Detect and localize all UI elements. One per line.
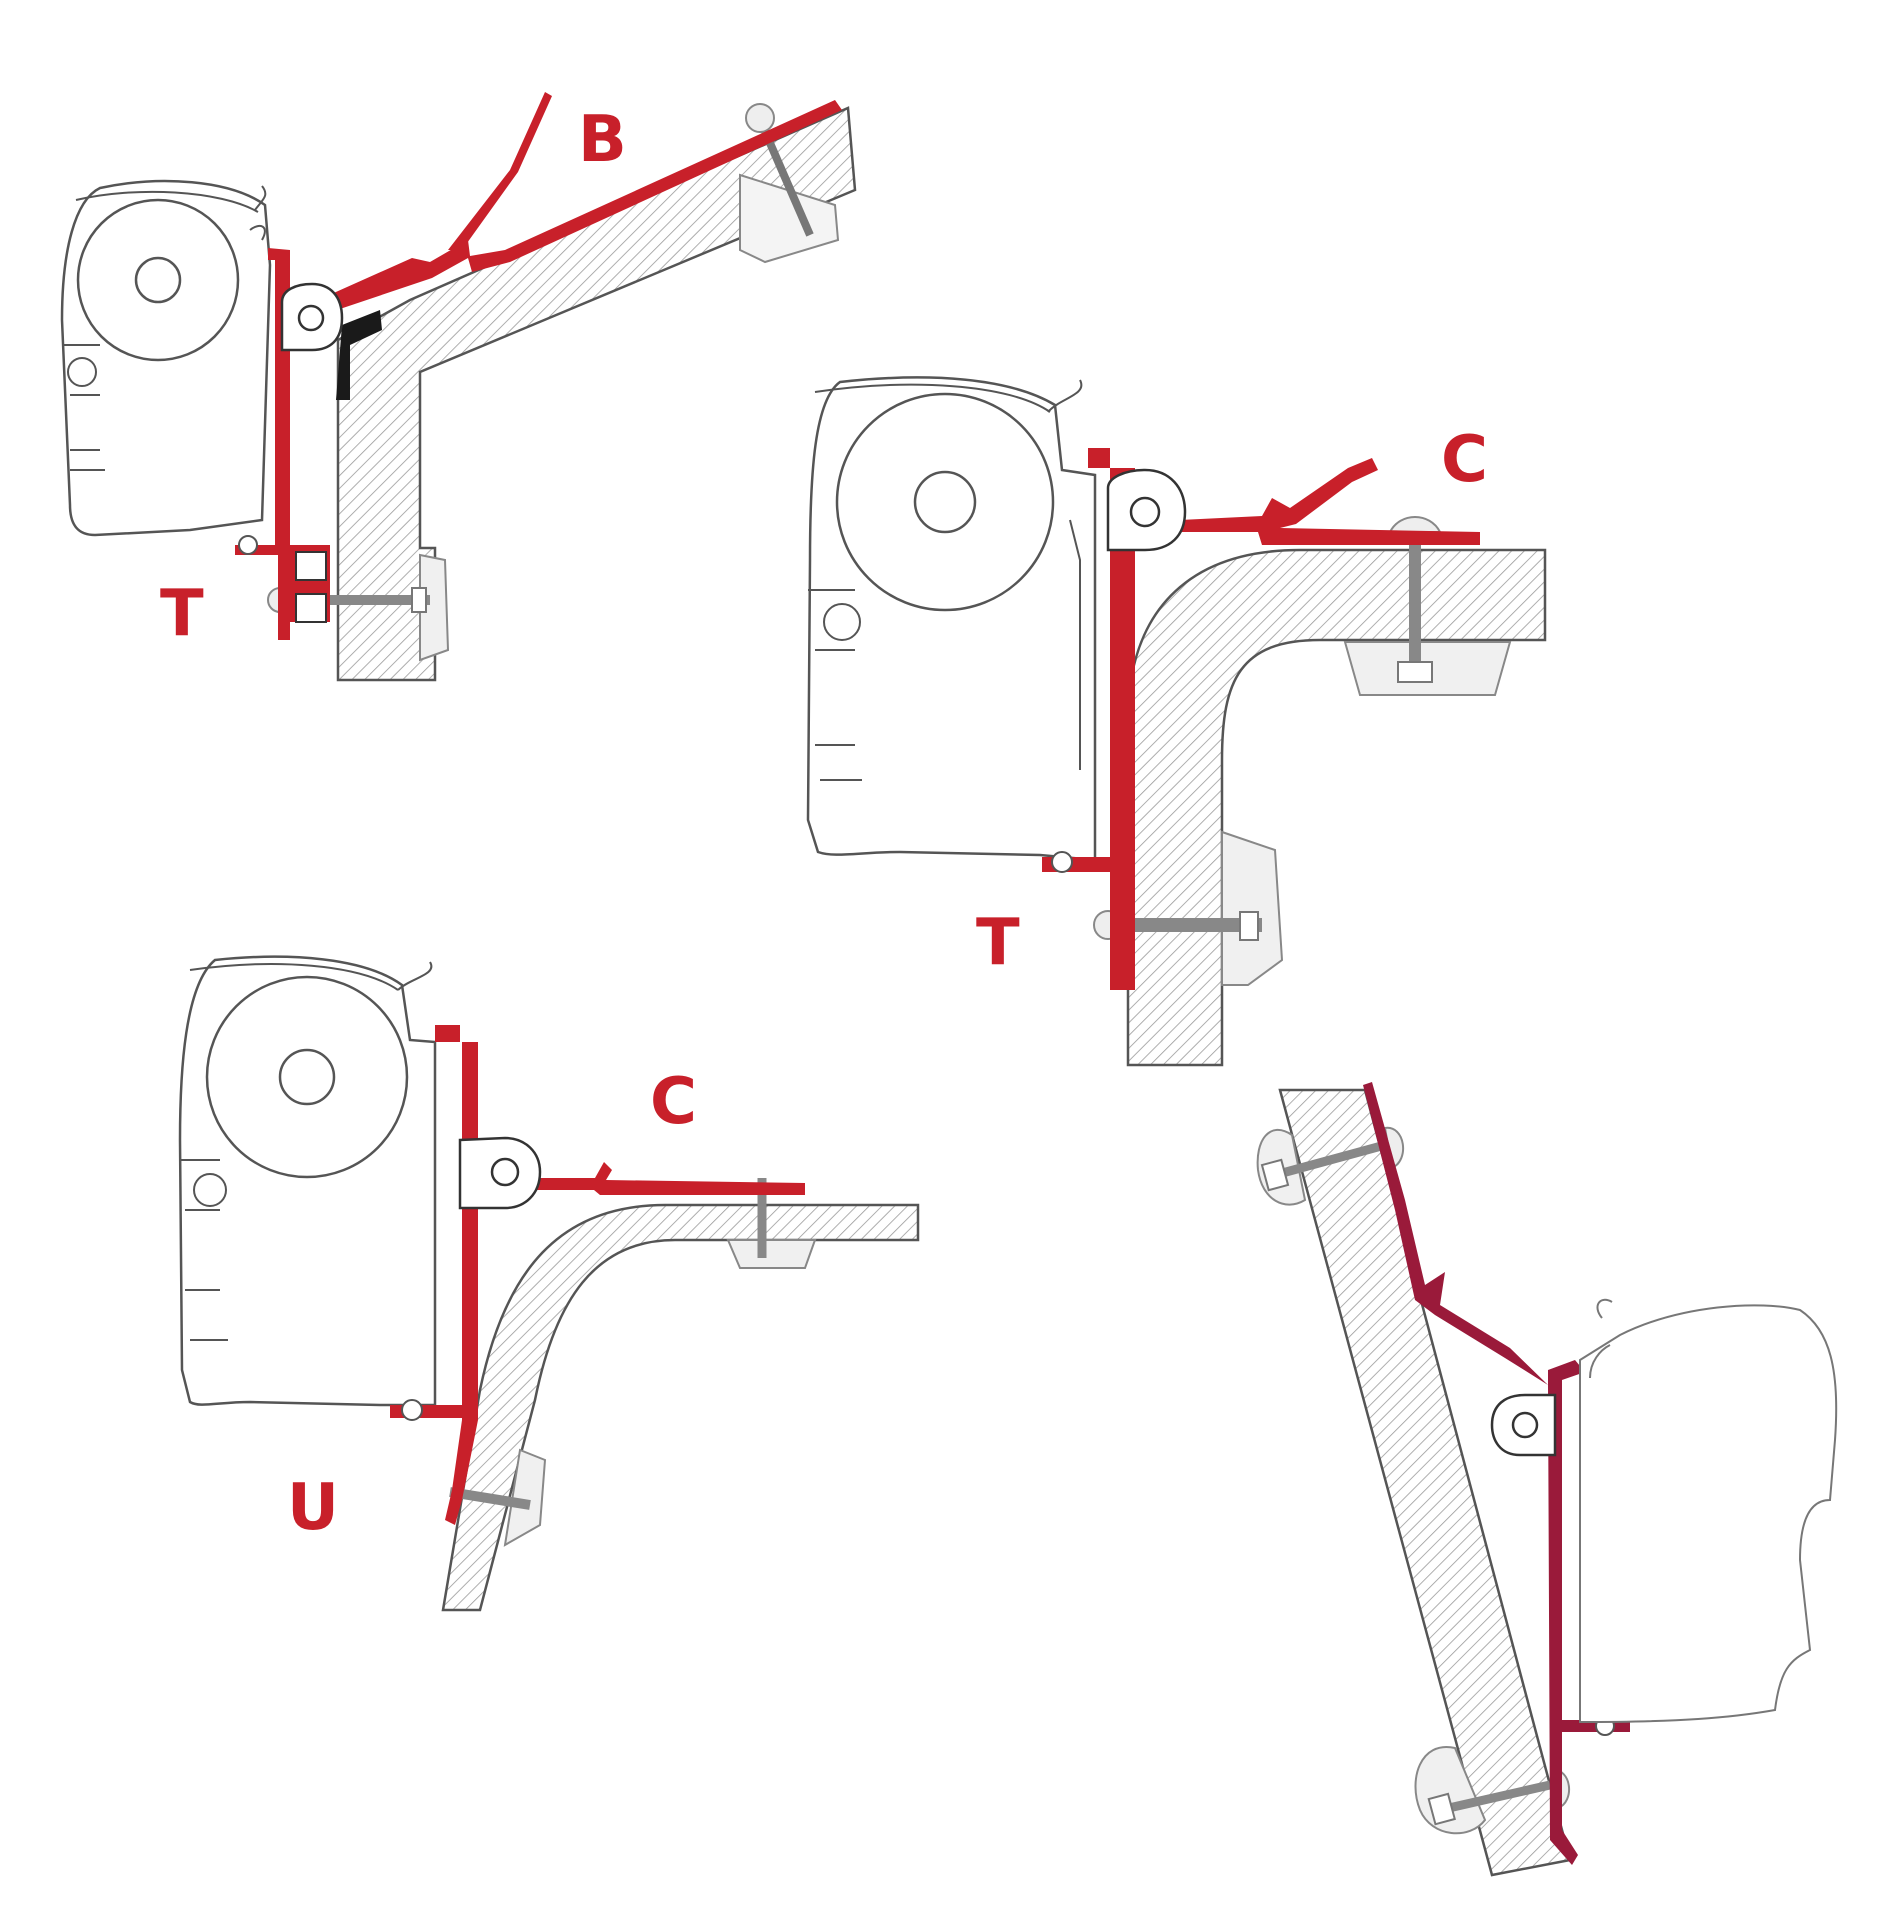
label-c-top: C [1441, 423, 1488, 497]
label-c-bottom: C [650, 1065, 697, 1139]
bracket-t [1042, 448, 1135, 990]
roof-bolt-housing [739, 173, 840, 264]
bracket-c [535, 1162, 805, 1195]
label-u: U [287, 1471, 339, 1545]
bracket-c [1180, 458, 1480, 545]
diagram-t-c [806, 376, 1547, 1067]
roof-bolt-housing [726, 1239, 817, 1269]
roller-axle [278, 1048, 336, 1106]
label-t-center: T [976, 906, 1020, 980]
diagram-u-c [178, 955, 920, 1612]
strap-b-pointer [448, 92, 552, 250]
wall-bolt-housing [503, 1448, 547, 1547]
label-t-left: T [160, 577, 204, 651]
bracket-tilted [1363, 1082, 1585, 1865]
bracket-u [390, 1025, 478, 1525]
seal-strip [336, 310, 382, 400]
roller-axle [913, 470, 977, 534]
wall-bolt-housing [419, 553, 450, 662]
diagram-tilted-wall [1256, 1082, 1838, 1877]
bracket-b [318, 100, 842, 314]
awning-cassette [1579, 1304, 1838, 1724]
label-b: B [578, 103, 627, 177]
roller-axle [134, 256, 182, 304]
wall-bolt-housing [1221, 830, 1284, 986]
diagram-t-b [60, 92, 857, 682]
wall-roof-profile [441, 1203, 920, 1612]
wall-roof-profile [1126, 548, 1547, 1067]
